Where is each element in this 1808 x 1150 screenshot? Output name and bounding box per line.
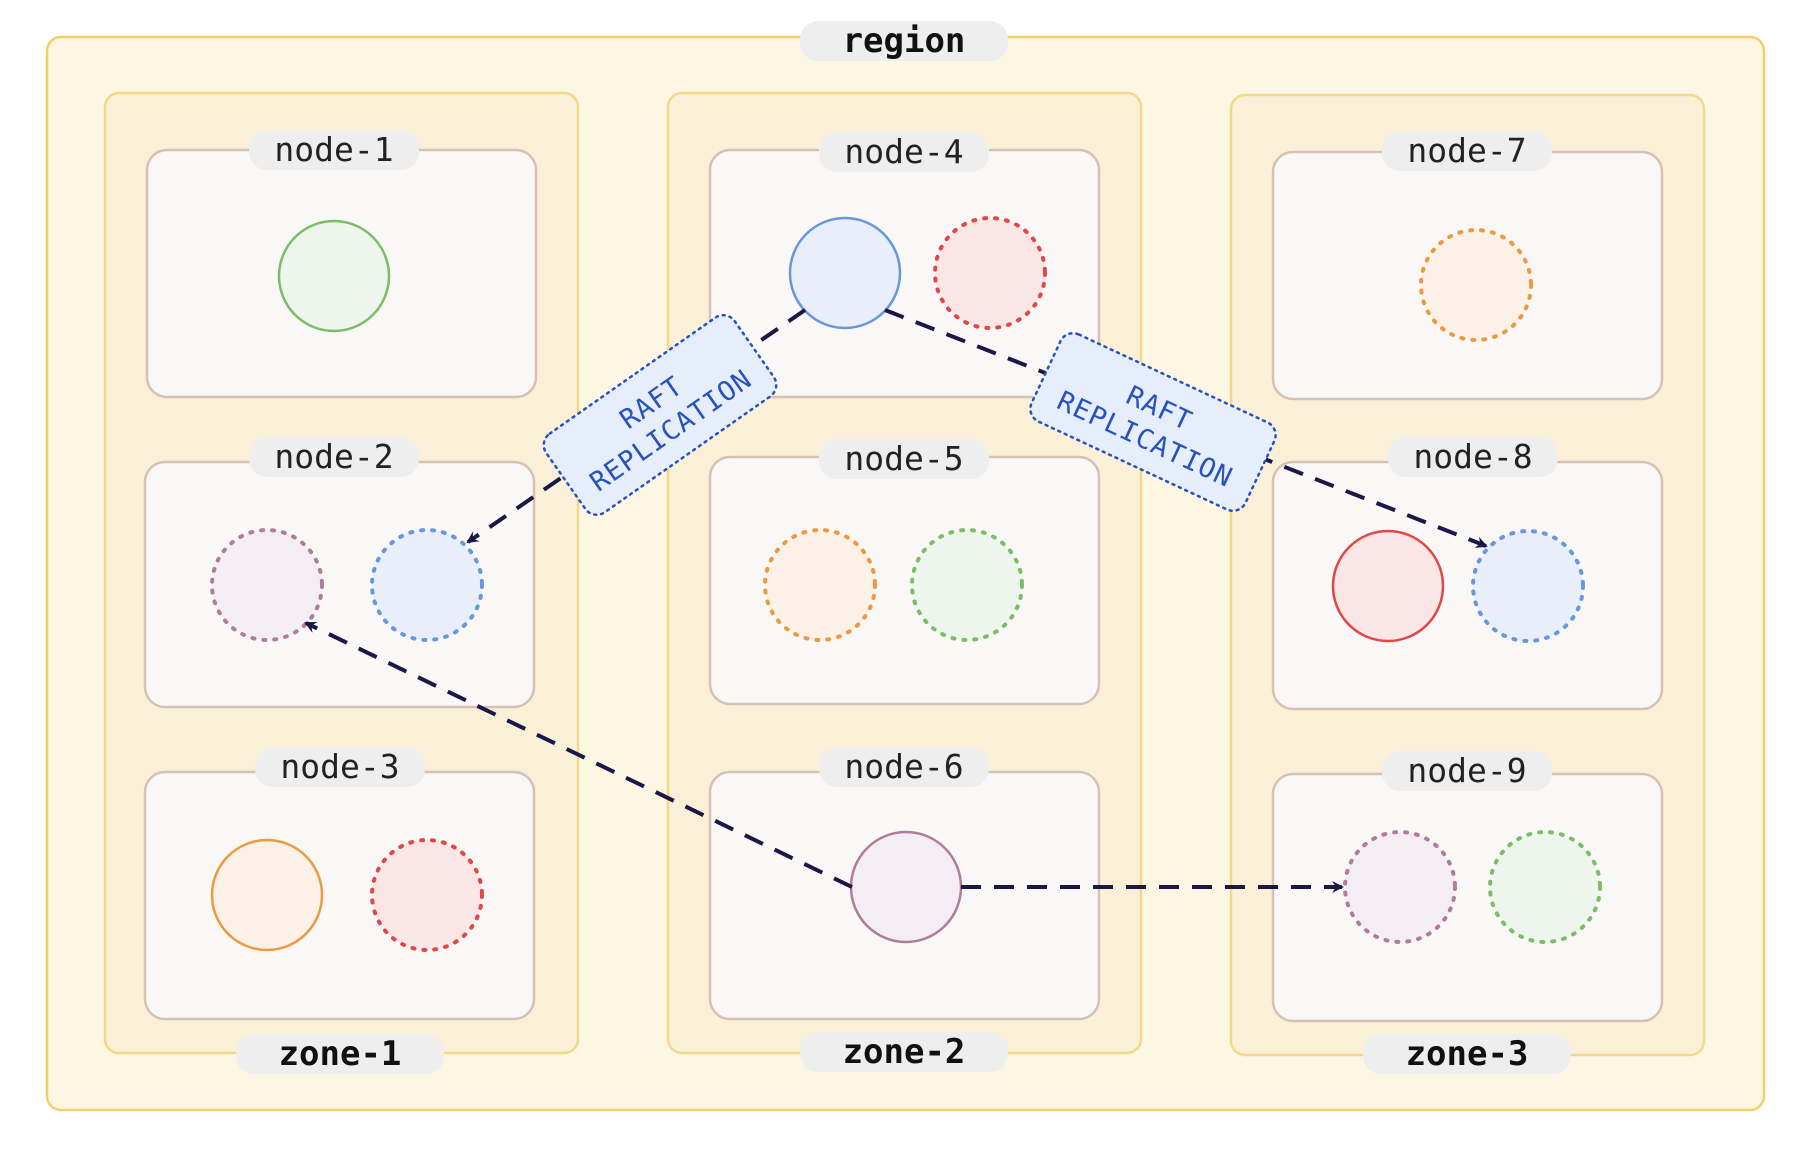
replica-node-9-green — [1488, 830, 1602, 944]
node-4-label: node-4 — [844, 132, 963, 171]
node-9-label-bg — [1382, 751, 1552, 791]
node-1-label-bg — [249, 130, 419, 170]
replica-node-3-orange — [210, 838, 324, 952]
replica-node-3-red — [370, 838, 484, 952]
zone-1-label: zone-1 — [279, 1034, 402, 1074]
node-2-label-bg — [249, 437, 419, 477]
node-6-label: node-6 — [844, 747, 963, 786]
zone-2-label-bg — [800, 1032, 1008, 1072]
replica-node-5-orange — [763, 528, 877, 642]
replica-node-2-purple — [210, 528, 324, 642]
replica-node-4-red — [933, 216, 1047, 330]
node-6-label-bg — [819, 747, 989, 787]
zone-2-label: zone-2 — [843, 1032, 966, 1072]
node-7-label-bg — [1382, 131, 1552, 171]
edge-node6-to-node2 — [304, 621, 853, 889]
node-1-label: node-1 — [274, 130, 393, 169]
node-2-label: node-2 — [274, 437, 393, 476]
zone-1-label-bg — [236, 1034, 444, 1074]
node-8-label-bg — [1388, 437, 1558, 477]
replica-node-7-orange — [1419, 228, 1533, 342]
node-5-label-bg — [819, 439, 989, 479]
node-9-label: node-9 — [1407, 751, 1526, 790]
replica-node-2-blue — [370, 528, 484, 642]
node-8-box — [1271, 460, 1664, 711]
region-label: region — [843, 21, 966, 61]
zone-3-label-bg — [1363, 1034, 1571, 1074]
replica-node-4-blue — [788, 216, 902, 330]
node-3-label: node-3 — [280, 747, 399, 786]
node-7-label: node-7 — [1407, 131, 1526, 170]
replica-node-8-red — [1331, 529, 1445, 643]
node-8-label: node-8 — [1413, 437, 1532, 476]
node-3-label-bg — [255, 747, 425, 787]
node-5-label: node-5 — [844, 439, 963, 478]
edge-node4-to-node8 — [884, 308, 1488, 548]
zone-3-label: zone-3 — [1406, 1034, 1529, 1074]
replica-node-8-blue — [1471, 529, 1585, 643]
node-9-box — [1271, 772, 1664, 1023]
replica-node-9-purple — [1343, 830, 1457, 944]
node-4-label-bg — [819, 132, 989, 172]
region-label-bg — [800, 21, 1008, 61]
replica-node-1-green — [277, 219, 391, 333]
replica-node-6-purple — [849, 830, 963, 944]
replica-node-5-green — [910, 528, 1024, 642]
